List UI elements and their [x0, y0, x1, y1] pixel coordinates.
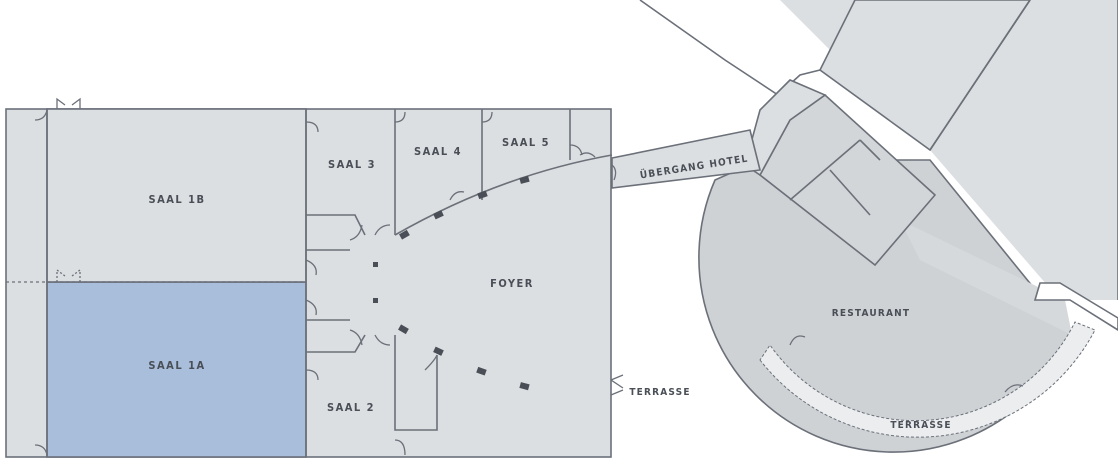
saal-4-label: SAAL 4 [414, 145, 462, 158]
restaurant-area [698, 79, 1118, 453]
foyer-label: FOYER [490, 277, 534, 290]
saal-5-label: SAAL 5 [502, 136, 550, 149]
saal-1b-label: SAAL 1B [148, 193, 205, 206]
saal-2-label: SAAL 2 [327, 401, 375, 414]
doors [34, 97, 624, 456]
restaurant-label: RESTAURANT [832, 308, 910, 319]
saal-1a-room[interactable] [46, 281, 307, 458]
terrasse-restaurant-label: TERRASSE [890, 420, 951, 431]
terrasse-main-label: TERRASSE [629, 387, 690, 398]
upper-rooms-walls [305, 109, 613, 457]
saal-1b-room[interactable] [46, 108, 307, 283]
saal-1a-label: SAAL 1A [148, 359, 205, 372]
hotel-building [639, 0, 1118, 300]
pillars [373, 175, 530, 391]
saal-3-label: SAAL 3 [328, 158, 376, 171]
hotel-bridge [611, 129, 761, 189]
